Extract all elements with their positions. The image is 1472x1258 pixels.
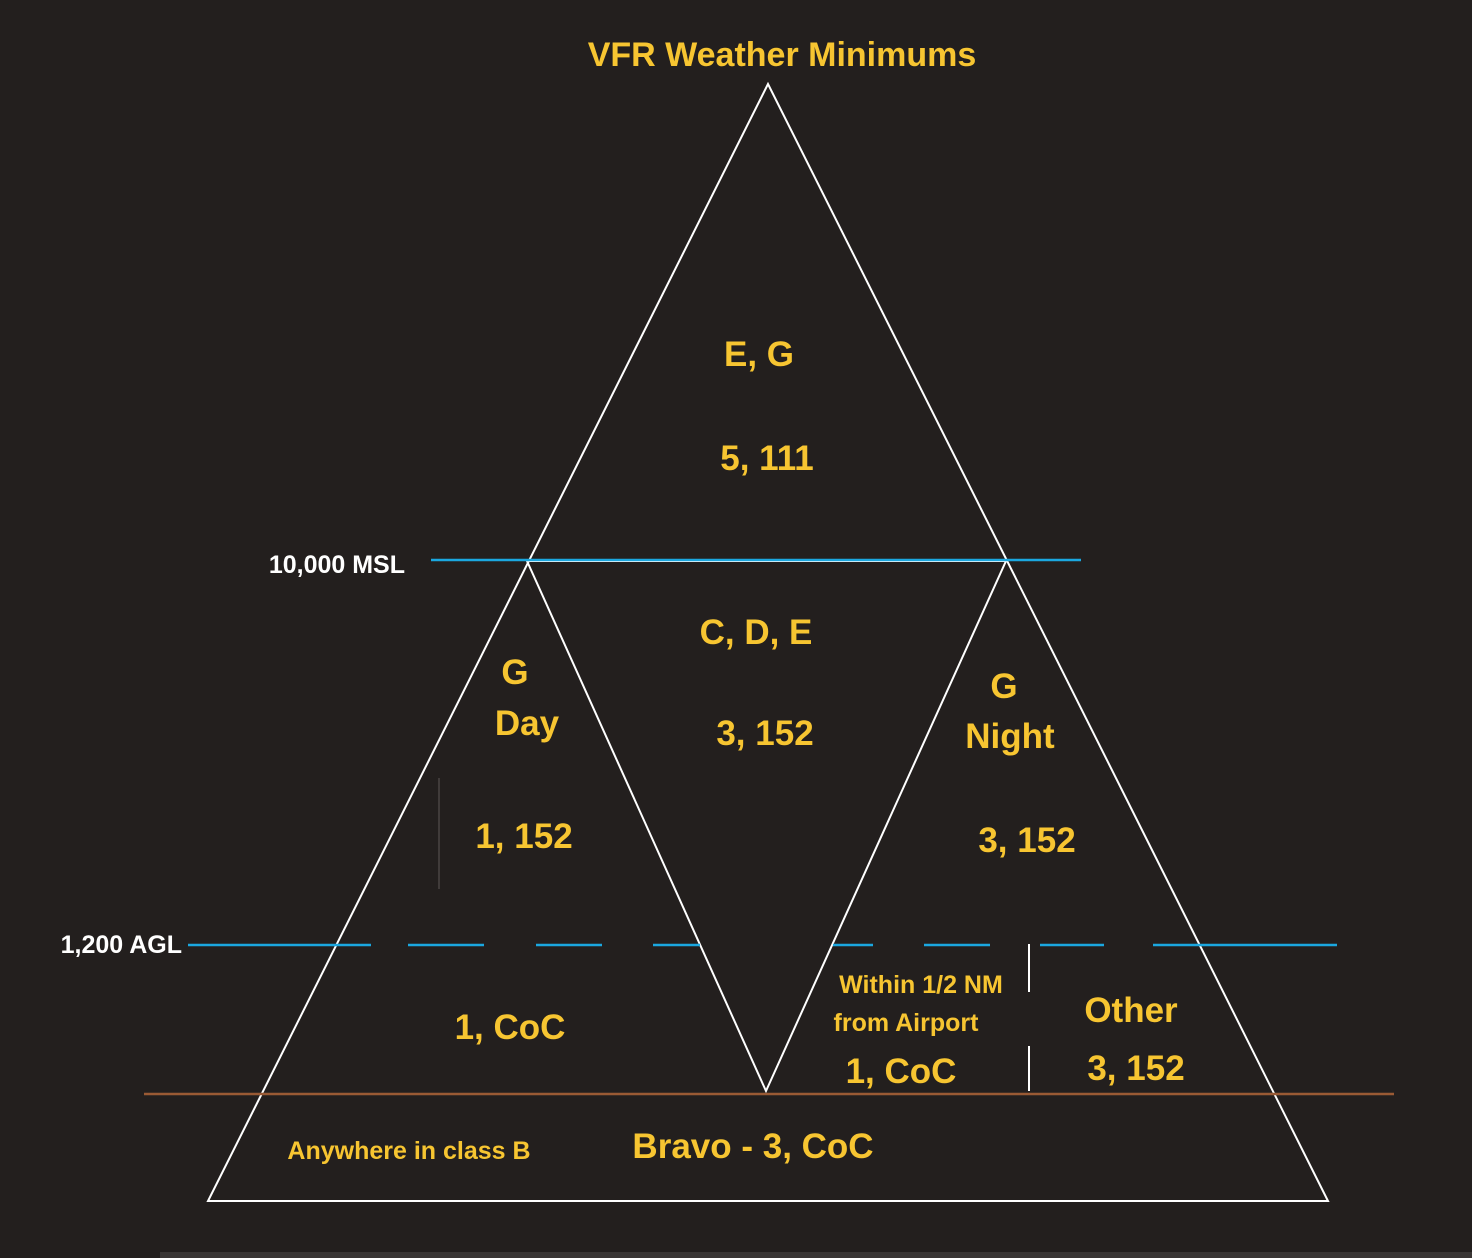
g-day-period-label: Day [495, 704, 560, 743]
top-minimums-label: 5, 111 [720, 439, 813, 478]
near-airport-label-line1: Within 1/2 NM [839, 971, 1003, 999]
diagram-title: VFR Weather Minimums [588, 36, 977, 74]
bravo-minimums-label: Bravo - 3, CoC [632, 1127, 873, 1166]
bottom-edge-strip [160, 1252, 1472, 1258]
g-day-class-label: G [501, 653, 528, 692]
middle-minimums-label: 3, 152 [716, 714, 813, 753]
top-classes-label: E, G [724, 335, 794, 374]
g-night-class-label: G [990, 667, 1017, 706]
other-label: Other [1084, 991, 1178, 1030]
near-airport-minimums-label: 1, CoC [846, 1052, 957, 1091]
bravo-scope-label: Anywhere in class B [287, 1137, 530, 1165]
agl-1200-label: 1,200 AGL [61, 931, 182, 959]
other-minimums-label: 3, 152 [1087, 1049, 1184, 1088]
outer-triangle [206, 81, 1330, 1202]
middle-classes-label: C, D, E [700, 613, 813, 652]
g-night-minimums-label: 3, 152 [978, 821, 1075, 860]
g-day-minimums-label: 1, 152 [475, 817, 572, 856]
near-airport-label-line2: from Airport [834, 1009, 980, 1037]
msl-10000-label: 10,000 MSL [269, 551, 405, 579]
g-day-low-minimums-label: 1, CoC [455, 1008, 566, 1047]
g-night-period-label: Night [965, 717, 1055, 756]
